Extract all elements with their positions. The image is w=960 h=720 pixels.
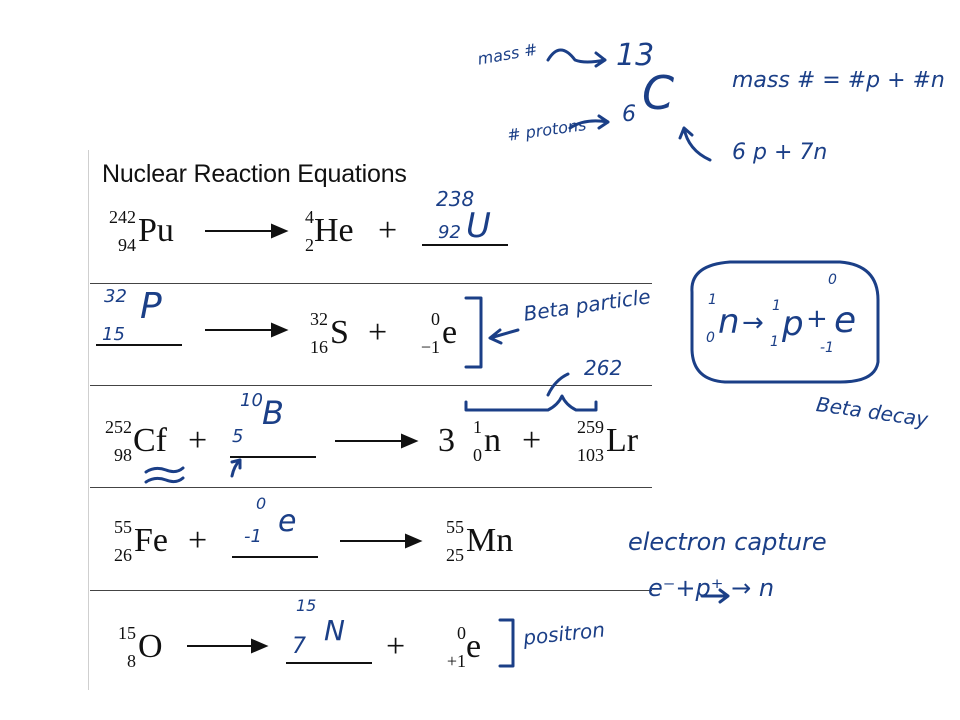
hw-mass: 10: [240, 390, 263, 411]
hw-mass: 1: [772, 298, 781, 314]
divider-4: [90, 590, 652, 591]
hw-mass: 0: [256, 494, 267, 513]
element-symbol: e: [466, 628, 482, 665]
hw-atomic: 1: [770, 334, 779, 350]
hw-composition: 6 p + 7n: [732, 140, 828, 165]
hw-symbol: e: [278, 504, 297, 539]
hw-note-262: 262: [584, 356, 623, 380]
mass-number: 0: [457, 623, 466, 643]
hw-mass-formula: mass # = #p + #n: [732, 68, 945, 93]
mass-number: 1: [473, 417, 482, 437]
element-symbol: Lr: [606, 422, 639, 459]
atomic-number: 0: [473, 445, 482, 465]
mass-number: 15: [118, 623, 136, 643]
element-symbol: Fe: [134, 522, 168, 559]
hw-atomic: 15: [102, 324, 125, 345]
mass-number: 55: [114, 517, 132, 537]
atomic-number: 25: [446, 545, 464, 565]
atomic-number: 103: [577, 445, 604, 465]
atomic-number: 16: [310, 337, 328, 357]
hw-symbol: e: [834, 300, 857, 341]
hw-mass: 32: [104, 286, 127, 307]
answer-blank-3: [230, 456, 316, 458]
hw-mass: 1: [708, 292, 717, 308]
atomic-number: −1: [420, 337, 440, 357]
hw-symbol: N: [324, 614, 345, 647]
answer-blank-2: [96, 344, 182, 346]
hw-element-carbon: C: [642, 66, 675, 120]
mass-number: 259: [577, 417, 604, 437]
hw-mass: 0: [828, 272, 837, 288]
plus-sign: +: [188, 422, 208, 459]
plus-sign: +: [522, 422, 542, 459]
plus-sign: +: [188, 522, 208, 559]
mass-number: 242: [109, 207, 136, 227]
coefficient: 3: [438, 422, 455, 459]
element-symbol: S: [330, 314, 349, 351]
page-title: Nuclear Reaction Equations: [102, 160, 407, 188]
atomic-number: 98: [114, 445, 132, 465]
plus-sign: +: [368, 314, 388, 351]
reaction-arrows: [187, 223, 423, 654]
element-symbol: n: [484, 422, 501, 459]
hw-symbol: B: [262, 394, 284, 432]
hw-atomic: -1: [820, 340, 834, 356]
element-symbol: e: [442, 314, 458, 351]
answer-blank-5: [286, 662, 372, 664]
hw-plus: +: [806, 304, 828, 334]
mass-number: 0: [431, 309, 440, 329]
element-symbol: Pu: [138, 212, 174, 249]
atomic-number: 26: [114, 545, 132, 565]
hw-symbol: p: [782, 304, 804, 344]
mass-number: 32: [310, 309, 328, 329]
hw-symbol: U: [466, 206, 491, 246]
answer-blank-1: [422, 244, 508, 246]
hw-arrow: →: [742, 308, 764, 338]
atomic-number: +1: [446, 651, 466, 671]
handwritten-strokes: [144, 48, 880, 668]
hw-atomic: -1: [244, 526, 262, 547]
hw-atomic: 5: [232, 426, 244, 447]
worksheet-area: [88, 150, 655, 690]
atomic-number: 2: [305, 235, 314, 255]
mass-number: 55: [446, 517, 464, 537]
hw-atomic: 7: [292, 634, 306, 659]
element-symbol: Cf: [133, 422, 167, 459]
hw-atomic: 92: [438, 222, 461, 243]
element-symbol: Mn: [466, 522, 514, 559]
divider-3: [90, 487, 652, 488]
hw-mass: 238: [436, 187, 475, 211]
mass-number: 252: [105, 417, 132, 437]
hw-electron-capture: electron capture: [628, 528, 827, 556]
element-symbol: O: [138, 628, 163, 665]
plus-sign: +: [378, 212, 398, 249]
hw-atomic: 0: [706, 330, 715, 346]
hw-symbol: n: [718, 302, 740, 342]
hw-symbol: P: [140, 286, 162, 327]
hw-mass-value: 13: [616, 38, 655, 73]
divider-1: [90, 283, 652, 284]
atomic-number: 94: [118, 235, 136, 255]
hw-protons-value: 6: [622, 102, 636, 127]
hw-mass: 15: [296, 596, 317, 615]
answer-blank-4: [232, 556, 318, 558]
element-symbol: He: [314, 212, 354, 249]
hw-electron-capture-equation: e⁻+p⁺ → n: [648, 574, 775, 602]
atomic-number: 8: [127, 651, 136, 671]
divider-2: [90, 385, 652, 386]
mass-number: 4: [305, 207, 314, 227]
plus-sign: +: [386, 628, 406, 665]
